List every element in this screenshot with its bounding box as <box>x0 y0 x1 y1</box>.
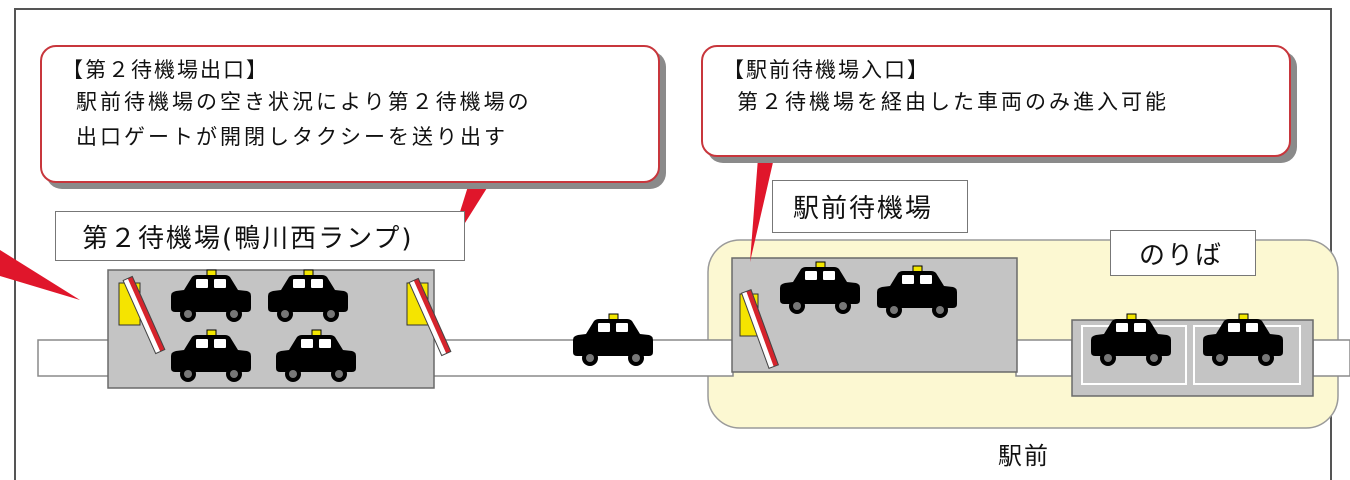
station-waiting-lot <box>731 257 1018 373</box>
station-waiting-label: 駅前待機場 <box>772 180 968 233</box>
gate-icon <box>118 275 166 355</box>
gate-icon <box>739 289 780 369</box>
road-right <box>1312 339 1350 377</box>
exit-callout-line-1: 駅前待機場の空き状況により第２待機場の <box>76 90 532 114</box>
exit-callout-line-2: 出口ゲートが開閉しタクシーを送り出す <box>76 125 508 149</box>
arrow-icon <box>0 250 80 300</box>
diagram-frame <box>14 8 1332 480</box>
exit-callout: 【第２待機場出口】 駅前待機場の空き状況により第２待機場の 出口ゲートが開閉しタ… <box>40 45 660 183</box>
boarding-label: のりば <box>1110 230 1256 276</box>
exit-callout-title: 【第２待機場出口】 <box>62 58 269 82</box>
entrance-callout: 【駅前待機場入口】 第２待機場を経由した車両のみ進入可能 <box>701 45 1291 157</box>
station-front-label: 駅前 <box>998 442 1050 470</box>
second-waiting-lot <box>107 269 435 389</box>
gate-icon <box>406 277 452 357</box>
road-station <box>1015 339 1073 377</box>
entrance-callout-pointer <box>750 158 774 262</box>
entrance-callout-title: 【駅前待機場入口】 <box>723 58 930 82</box>
entrance-callout-line-1: 第２待機場を経由した車両のみ進入可能 <box>737 90 1169 114</box>
second-waiting-label: 第２待機場(鴨川西ランプ) <box>55 211 465 261</box>
road-left <box>37 339 119 377</box>
